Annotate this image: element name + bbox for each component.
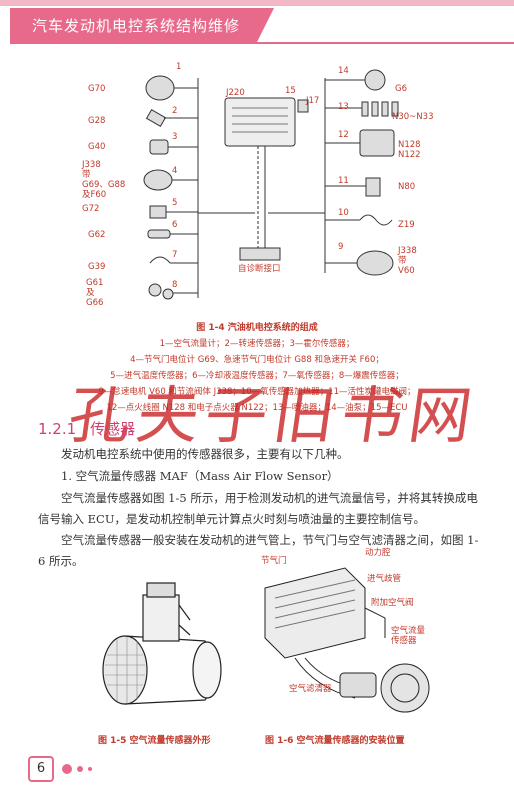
engine-installation-drawing [264,567,430,713]
num-2: 2 [172,106,178,116]
label-g6: G6 [395,84,407,94]
maf-sensor-drawing [102,582,222,705]
label-maf: 空气流量 传感器 [391,626,426,646]
label-g39: G39 [88,262,106,272]
watermark-text: 孔夫子旧书网 [64,379,483,452]
paragraph-maf-heading: 1. 空气流量传感器 MAF（Mass Air Flow Sensor） [61,469,339,483]
label-g70: G70 [88,84,106,94]
num-3: 3 [172,132,178,142]
page-footer: 6 [0,748,514,800]
label-n80: N80 [398,182,416,192]
label-g40: G40 [88,142,106,152]
header-bar [0,0,514,6]
num-4: 4 [172,166,178,176]
legend-line-4: 9—怠速电机 V60 和节流阀体 J338；10—氧传感器加热器；11—活性炭罐… [98,387,416,397]
diagram-drawing [143,69,399,300]
num-9: 9 [338,242,344,252]
label-throttle: 节气门 [261,556,287,566]
ecu-number: 15 [285,86,296,96]
page-header: 汽车发动机电控系统结构维修 [0,0,514,60]
footer-dot-small [88,767,92,771]
label-g62: G62 [88,230,106,240]
num-14: 14 [338,66,349,76]
label-g28: G28 [88,116,106,126]
legend-line-5: 12—点火线圈 N128 和电子点火器 N122；13—喷油器；14—油泵；15… [106,403,408,413]
num-13: 13 [338,102,349,112]
label-g72: G72 [82,204,100,214]
legend-line-2: 4—节气门电位计 G69、急速节气门电位计 G88 和急速开关 F60； [130,355,384,365]
num-1: 1 [176,62,182,72]
diag-port-label: 自诊断接口 [238,264,281,274]
num-6: 6 [172,220,178,230]
footer-dot-medium [77,766,83,772]
book-title: 汽车发动机电控系统结构维修 [10,8,274,44]
paragraph-maf-desc: 空气流量传感器如图 1-5 所示，用于检测发动机的进气流量信号，并将其转换成电信… [38,491,478,526]
label-plenum: 动力腔 [365,548,391,558]
figure-1-4-caption: 图 1-4 汽油机电控系统的组成 [196,323,318,333]
ecu-label: J220 [226,88,245,98]
num-5: 5 [172,198,178,208]
label-g61-g66: G61 及 G66 [86,278,104,308]
label-j338-right: J338 带 V60 [398,246,417,276]
legend-line-1: 1—空气流量计；2—转速传感器；3—霍尔传感器； [159,339,355,349]
label-air-filter: 空气滤清器 [289,684,332,694]
figure-1-5-caption: 图 1-5 空气流量传感器外形 [98,736,211,746]
num-10: 10 [338,208,349,218]
paragraph-maf-install: 空气流量传感器一般安装在发动机的进气管上，节气门与空气滤清器之间，如图 1-6 … [38,533,479,568]
label-n128-n122: N128 N122 [398,140,421,160]
label-intake-manifold: 进气歧管 [367,574,402,584]
maf-installation-image: 节气门 动力腔 进气歧管 附加空气阀 空气流量 传感器 空气滤清器 [255,548,455,728]
page-number: 6 [28,756,54,782]
label-n30-n33: N30~N33 [392,112,434,122]
label-j338-left: J338 带 G69、G88 及F60 [82,160,126,200]
num-11: 11 [338,176,349,186]
label-aux-air-valve: 附加空气阀 [371,598,414,608]
legend-line-3: 5—进气温度传感器；6—冷却液温度传感器；7—氧传感器；8—爆震传感器； [110,371,404,381]
num-12: 12 [338,130,349,140]
section-heading: 1.2.1 传感器 [38,418,149,439]
header-rule [214,42,514,44]
paragraph-intro: 发动机电控系统中使用的传感器很多，主要有以下几种。 [61,447,349,461]
section-number: 1.2.1 [38,420,77,438]
num-8: 8 [172,280,178,290]
num-7: 7 [172,250,178,260]
section-title: 传感器 [90,420,136,438]
figure-1-6-caption: 图 1-6 空气流量传感器的安装位置 [265,736,405,746]
label-z19: Z19 [398,220,415,230]
maf-sensor-image [95,575,245,725]
label-j17: J17 [306,96,320,106]
engine-control-diagram: G70 G28 G40 J338 带 G69、G88 及F60 G72 G62 … [80,58,434,313]
footer-dot-large [62,764,72,774]
